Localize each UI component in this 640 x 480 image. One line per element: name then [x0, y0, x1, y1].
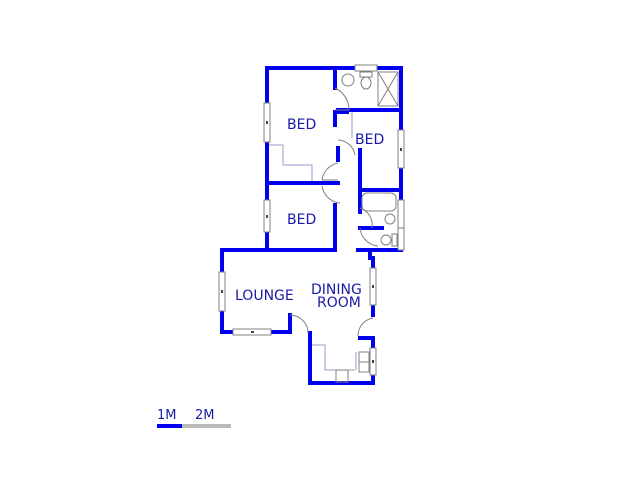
toilet-icon — [380, 234, 392, 246]
basin-icon — [341, 73, 355, 87]
stove-icon — [335, 369, 349, 383]
fixtures — [335, 71, 399, 383]
door-arc — [321, 185, 341, 204]
toilet-icon — [360, 76, 372, 90]
room-label-bed-3: BED — [287, 212, 317, 228]
basin-icon — [384, 213, 396, 225]
door-arc — [357, 317, 374, 337]
shower-icon — [377, 71, 399, 107]
room-label-dining-line1: DINING — [311, 282, 362, 298]
window-marks — [221, 121, 402, 363]
doors — [289, 87, 379, 337]
scale-bar-filled — [157, 424, 182, 428]
door-arc — [337, 139, 356, 156]
scale-label-2m: 2M — [195, 408, 215, 423]
door-arc — [334, 87, 350, 111]
door-arc — [289, 314, 309, 334]
window — [397, 199, 405, 229]
scale-label-1m: 1M — [157, 408, 177, 423]
door-arc — [359, 207, 373, 229]
room-label-lounge: LOUNGE — [235, 288, 294, 304]
room-label-bed-2: BED — [355, 132, 385, 148]
room-label-bed-1: BED — [287, 117, 317, 133]
bath-icon — [361, 192, 397, 212]
scale-bar — [157, 424, 231, 428]
window — [354, 64, 378, 72]
scale-bar-empty — [157, 424, 231, 428]
door-arc — [321, 162, 339, 181]
door-arc — [359, 227, 379, 247]
window — [397, 227, 405, 251]
room-label-dining-line2: ROOM — [317, 295, 361, 311]
